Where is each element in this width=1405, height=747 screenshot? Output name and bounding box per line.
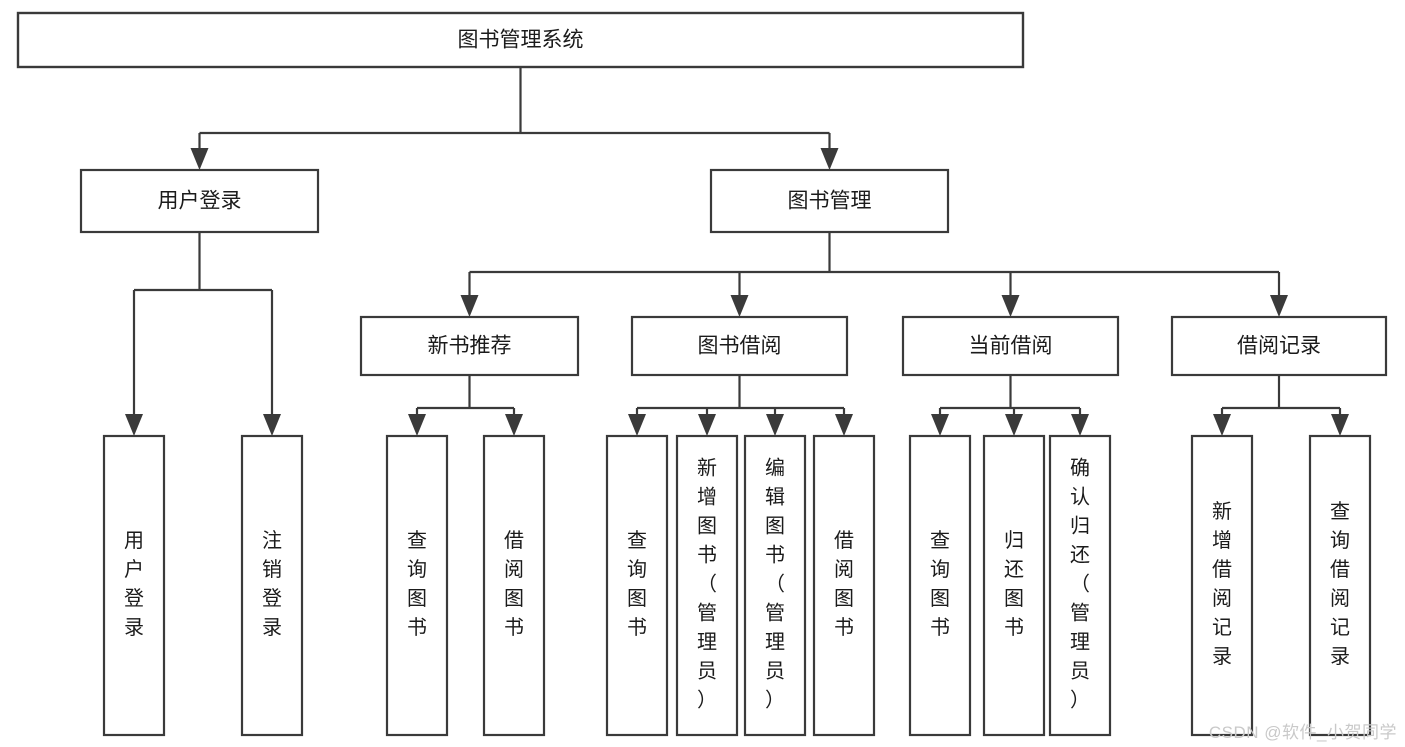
node-label: 图书管理 xyxy=(788,190,872,213)
arrow-head-icon xyxy=(835,414,853,436)
node-label: 当前借阅 xyxy=(969,335,1053,358)
node-box[interactable] xyxy=(482,434,546,737)
csdn-watermark: CSDN @软件_小贺同学 xyxy=(1208,723,1397,742)
arrow-head-icon xyxy=(931,414,949,436)
node-查询图书[interactable]: 查询图书 xyxy=(605,434,669,737)
arrow-head-icon xyxy=(698,414,716,436)
node-box[interactable] xyxy=(79,168,320,234)
arrow-head-icon xyxy=(408,414,426,436)
arrow-head-icon xyxy=(766,414,784,436)
node-label: 新增图书（管理员） xyxy=(697,457,717,712)
arrow-head-icon xyxy=(1213,414,1231,436)
node-box[interactable] xyxy=(359,315,580,377)
node-box[interactable] xyxy=(1048,434,1112,737)
node-box[interactable] xyxy=(102,434,166,737)
node-借阅图书[interactable]: 借阅图书 xyxy=(812,434,876,737)
node-label: 图书借阅 xyxy=(698,335,782,358)
node-归还图书[interactable]: 归还图书 xyxy=(982,434,1046,737)
node-box[interactable] xyxy=(1190,434,1254,737)
node-编辑图书管理员[interactable]: 编辑图书（管理员） xyxy=(743,434,807,737)
node-box[interactable] xyxy=(743,434,807,737)
arrow-head-icon xyxy=(730,295,749,317)
node-label: 查询借阅记录 xyxy=(1330,500,1350,668)
node-label: 新书推荐 xyxy=(428,335,512,358)
arrow-head-icon xyxy=(820,148,839,170)
node-box[interactable] xyxy=(709,168,950,234)
node-label: 借阅图书 xyxy=(834,529,854,639)
node-新书推荐[interactable]: 新书推荐 xyxy=(359,315,580,377)
node-box[interactable] xyxy=(901,315,1120,377)
node-box[interactable] xyxy=(630,315,849,377)
node-图书借阅[interactable]: 图书借阅 xyxy=(630,315,849,377)
connector-layer xyxy=(125,67,1349,436)
node-label: 新增借阅记录 xyxy=(1212,500,1232,668)
arrow-head-icon xyxy=(190,148,209,170)
node-box[interactable] xyxy=(1308,434,1372,737)
arrow-head-icon xyxy=(263,414,281,436)
arrow-head-icon xyxy=(628,414,646,436)
node-用户登录[interactable]: 用户登录 xyxy=(102,434,166,737)
node-label: 归还图书 xyxy=(1004,529,1024,639)
node-box[interactable] xyxy=(1170,315,1388,377)
node-label: 查询图书 xyxy=(627,529,647,639)
node-label: 确认归还（管理员） xyxy=(1070,457,1090,712)
node-label: 图书管理系统 xyxy=(458,29,584,52)
node-box[interactable] xyxy=(908,434,972,737)
node-box[interactable] xyxy=(385,434,449,737)
node-注销登录[interactable]: 注销登录 xyxy=(240,434,304,737)
node-layer: 图书管理系统用户登录图书管理新书推荐图书借阅当前借阅借阅记录用户登录注销登录查询… xyxy=(16,11,1388,737)
node-label: 借阅图书 xyxy=(504,529,524,639)
arrow-head-icon xyxy=(460,295,479,317)
node-label: 用户登录 xyxy=(158,190,242,213)
node-当前借阅[interactable]: 当前借阅 xyxy=(901,315,1120,377)
arrow-head-icon xyxy=(1005,414,1023,436)
arrow-head-icon xyxy=(1270,295,1288,317)
node-box[interactable] xyxy=(605,434,669,737)
node-用户登录[interactable]: 用户登录 xyxy=(79,168,320,234)
node-确认归还管理员[interactable]: 确认归还（管理员） xyxy=(1048,434,1112,737)
node-label: 注销登录 xyxy=(262,529,282,639)
arrow-head-icon xyxy=(125,414,143,436)
node-box[interactable] xyxy=(16,11,1025,69)
node-图书管理系统[interactable]: 图书管理系统 xyxy=(16,11,1025,69)
node-label: 编辑图书（管理员） xyxy=(765,457,785,712)
node-box[interactable] xyxy=(982,434,1046,737)
node-label: 查询图书 xyxy=(930,529,950,639)
node-新增借阅记录[interactable]: 新增借阅记录 xyxy=(1190,434,1254,737)
node-借阅图书[interactable]: 借阅图书 xyxy=(482,434,546,737)
node-label: 用户登录 xyxy=(124,530,144,639)
node-label: 借阅记录 xyxy=(1237,335,1321,358)
node-借阅记录[interactable]: 借阅记录 xyxy=(1170,315,1388,377)
arrow-head-icon xyxy=(505,414,523,436)
node-图书管理[interactable]: 图书管理 xyxy=(709,168,950,234)
node-新增图书管理员[interactable]: 新增图书（管理员） xyxy=(675,434,739,737)
node-查询借阅记录[interactable]: 查询借阅记录 xyxy=(1308,434,1372,737)
node-box[interactable] xyxy=(240,434,304,737)
node-label: 查询图书 xyxy=(407,529,427,639)
node-查询图书[interactable]: 查询图书 xyxy=(385,434,449,737)
arrow-head-icon xyxy=(1001,295,1020,317)
node-box[interactable] xyxy=(812,434,876,737)
node-box[interactable] xyxy=(675,434,739,737)
node-查询图书[interactable]: 查询图书 xyxy=(908,434,972,737)
arrow-head-icon xyxy=(1331,414,1349,436)
arrow-head-icon xyxy=(1071,414,1089,436)
